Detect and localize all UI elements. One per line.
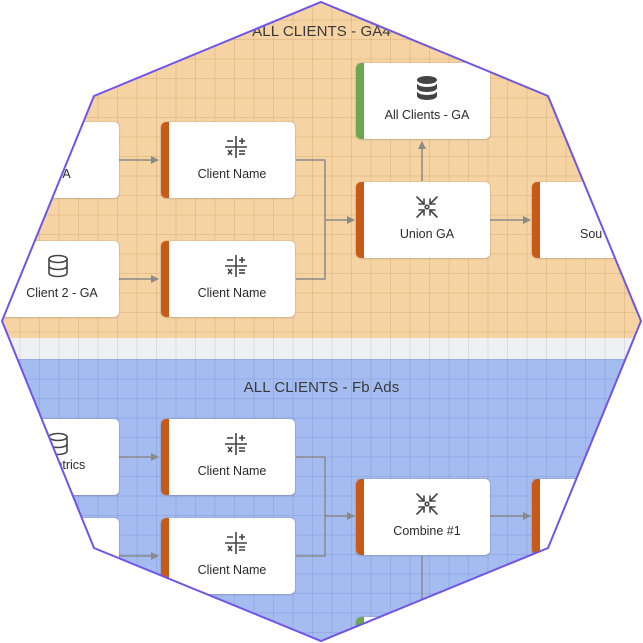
node-client-name-1[interactable]: Client Name [161,122,295,198]
database-icon [44,253,72,279]
database-icon [44,431,72,457]
calculator-icon [222,253,250,279]
node-source-partial[interactable]: Sou [532,182,641,258]
node-label: Combine #1 [393,524,461,538]
calculator-icon [222,530,250,556]
node-combine-1[interactable]: Combine #1 [356,479,490,555]
node-type-bar [161,419,169,495]
node-client-2-ga[interactable]: Client 2 - GA [2,241,119,317]
node-fb-client-name-2[interactable]: Client Name [161,518,295,594]
node-type-bar [356,63,364,139]
lane-title-ga4: ALL CLIENTS - GA4 [252,23,391,40]
node-type-bar [532,479,540,555]
database-solid-icon [413,75,441,101]
combine-arrows-icon [413,491,441,517]
node-label: Client Name [197,286,267,300]
node-type-bar [356,479,364,555]
node-client-1-ga[interactable]: - GA [2,122,119,198]
node-label: Sou [580,227,603,241]
node-label: - GA [45,167,71,181]
node-client-name-2[interactable]: Client Name [161,241,295,317]
node-label: Union GA [399,227,455,241]
node-fb-next-partial[interactable] [532,479,641,555]
node-union-ga[interactable]: Union GA [356,182,490,258]
node-fb-output-partial[interactable] [356,617,490,641]
node-fb-metrics-1[interactable]: Metrics t 1 [2,419,119,495]
lane-separator [2,338,641,359]
node-label: Client Name [197,464,267,478]
node-type-bar [356,182,364,258]
calculator-icon [222,431,250,457]
node-fb-source-2[interactable] [2,518,119,594]
node-type-bar [161,122,169,198]
node-label: All Clients - GA [384,108,470,122]
node-type-bar [532,182,540,258]
node-type-bar [161,518,169,594]
calculator-icon [222,134,250,160]
node-label: Metrics t 1 [45,457,119,489]
node-type-bar [356,617,364,641]
node-type-bar [161,241,169,317]
lane-title-fb-ads: ALL CLIENTS - Fb Ads [243,379,400,396]
node-label-line-2: t 1 [45,474,59,488]
node-all-clients-ga[interactable]: All Clients - GA [356,63,490,139]
node-label: Client Name [197,563,267,577]
combine-arrows-icon [413,194,441,220]
node-label: Client Name [197,167,267,181]
node-fb-client-name-1[interactable]: Client Name [161,419,295,495]
node-label-line-1: Metrics [45,458,86,472]
node-label: Client 2 - GA [26,286,98,300]
